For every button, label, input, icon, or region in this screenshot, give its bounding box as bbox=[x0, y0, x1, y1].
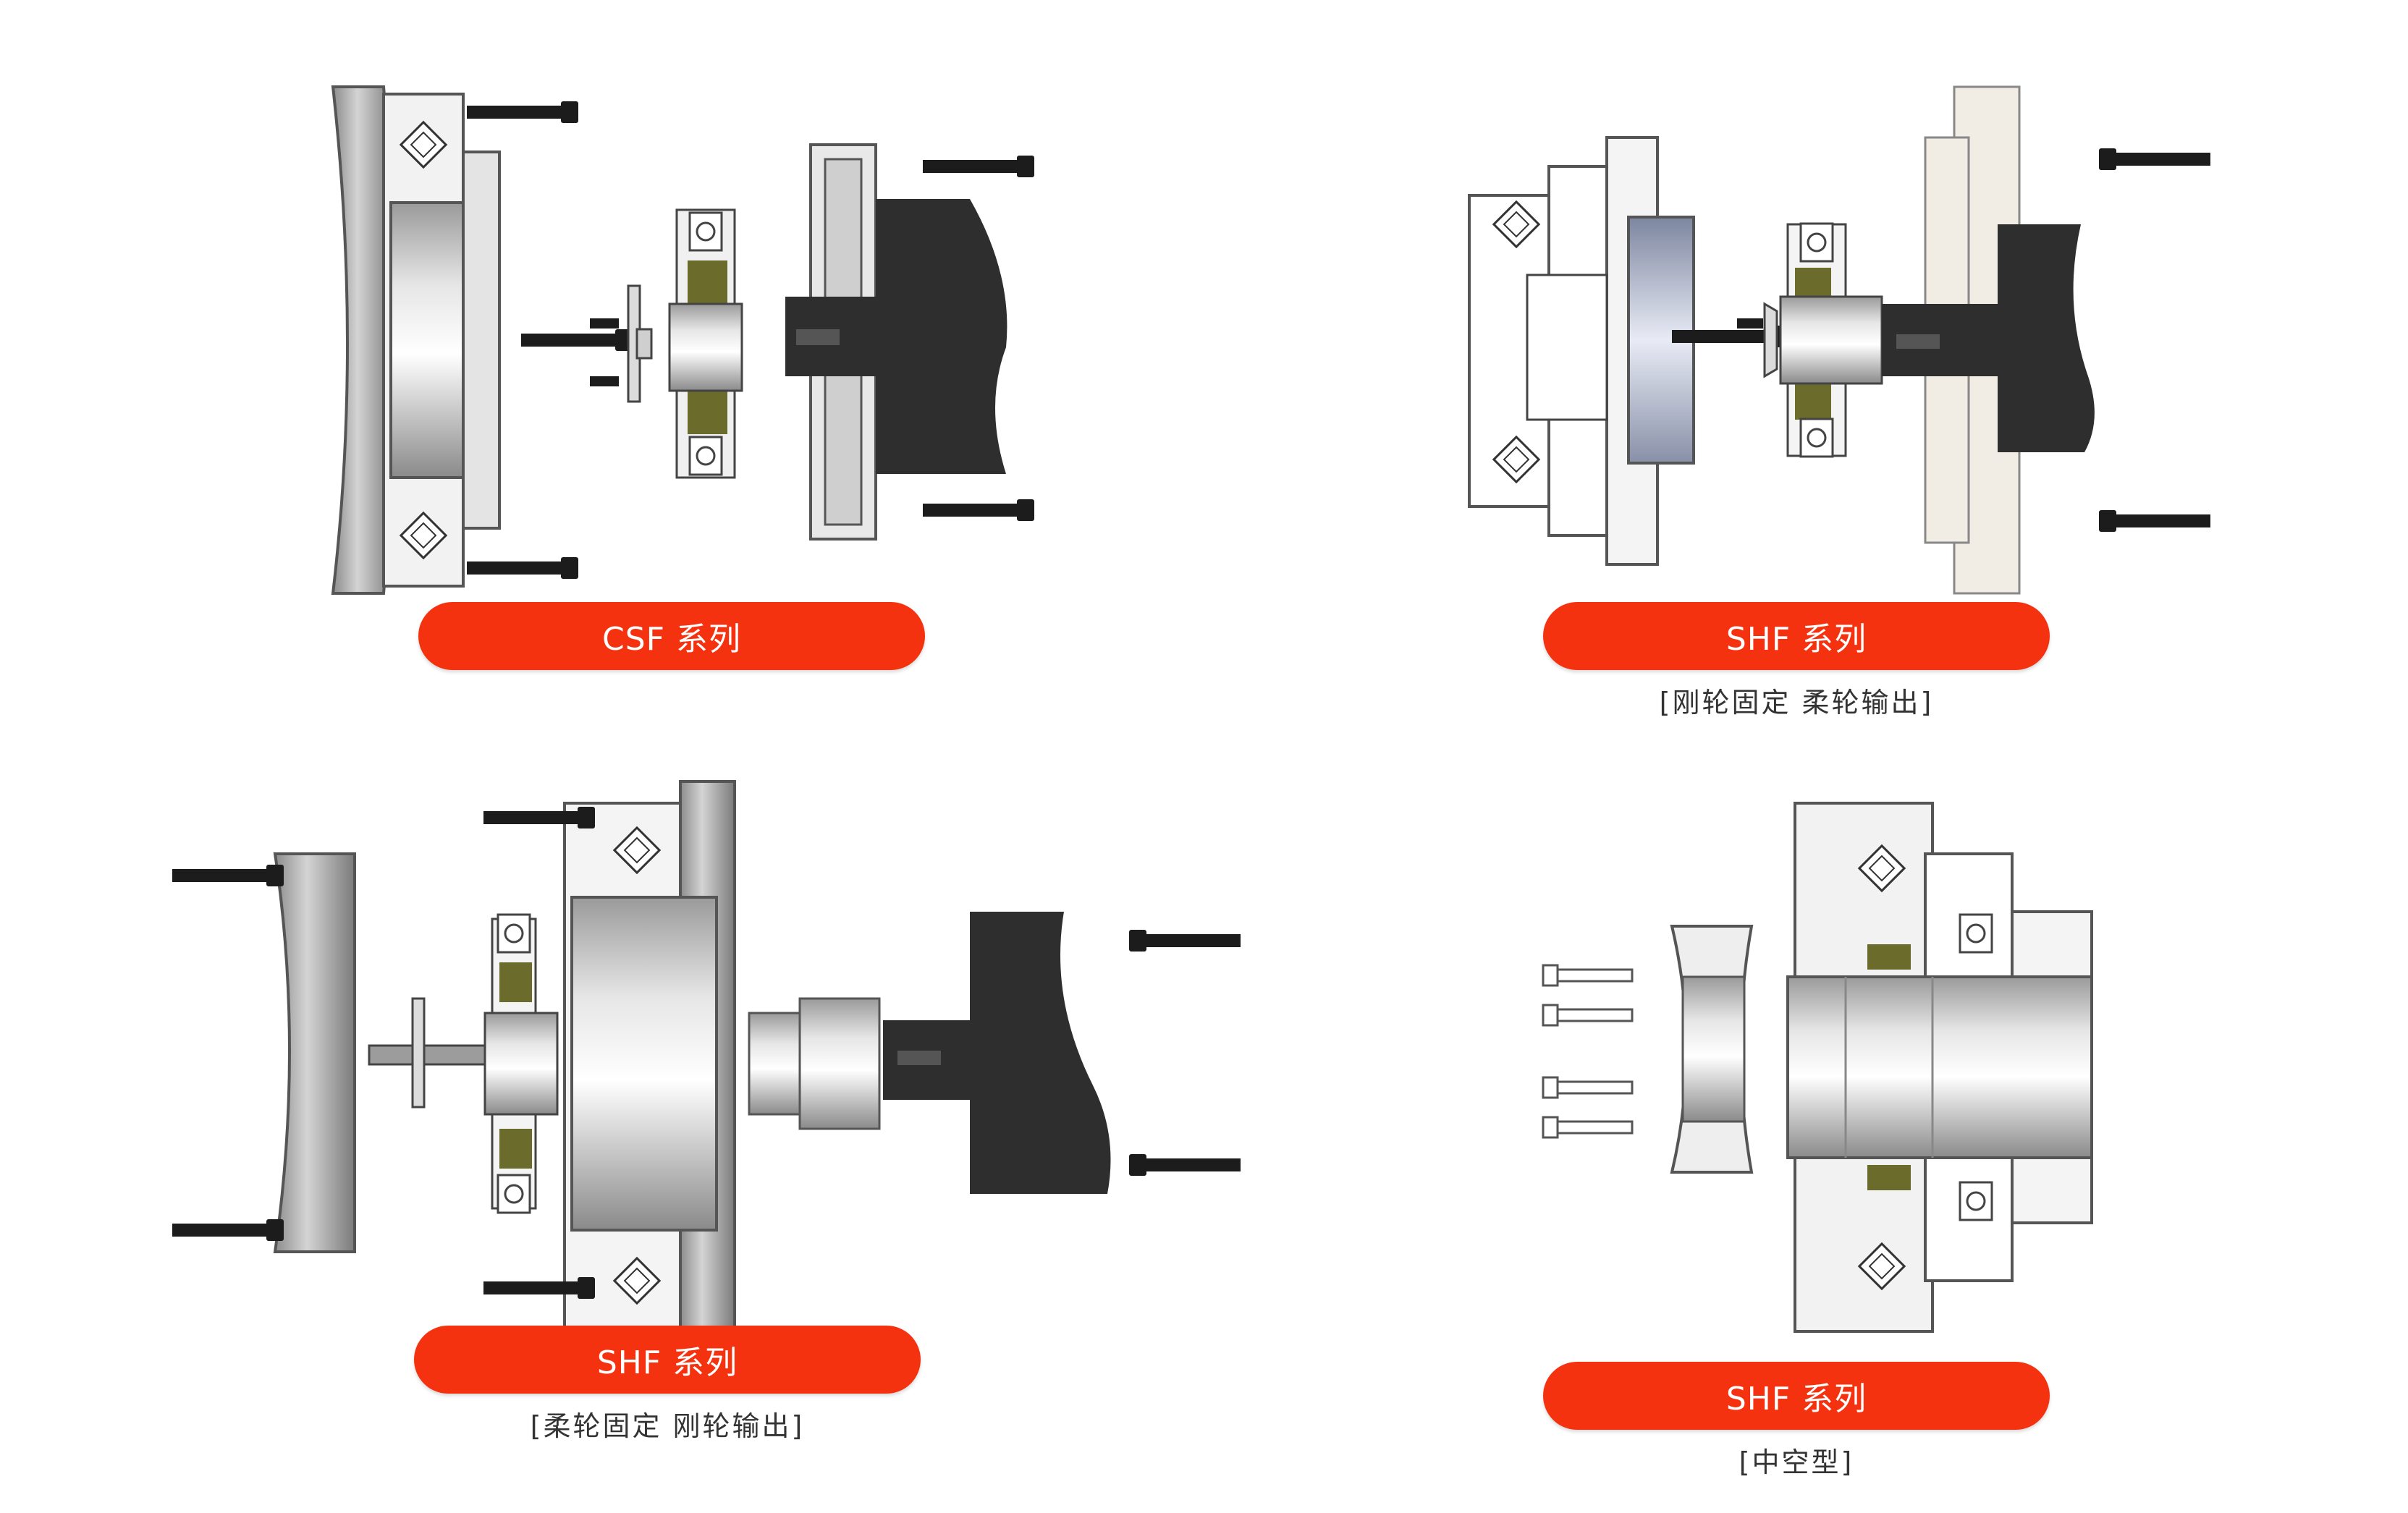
csf-series-label: CSF 系列 bbox=[418, 602, 925, 670]
csf-exploded-drawing bbox=[331, 85, 1034, 595]
shf-rigid-fixed-drawing bbox=[1468, 85, 2210, 595]
shf-series-subtitle-2: [柔轮固定 刚轮输出] bbox=[530, 1410, 805, 1442]
shf-series-label-3: SHF 系列 bbox=[1543, 1362, 2050, 1430]
csf-diagram-panel: CSF 系列 bbox=[0, 0, 1158, 724]
shf-series-subtitle-1: [刚轮固定 柔轮输出] bbox=[1659, 687, 1934, 719]
shf-series-subtitle-3: [中空型] bbox=[1739, 1446, 1854, 1478]
shf-rigid-fixed-panel: SHF 系列 [刚轮固定 柔轮输出] bbox=[1230, 0, 2388, 724]
shf-hollow-panel: SHF 系列 [中空型] bbox=[1230, 760, 2388, 1483]
shf-flex-fixed-drawing bbox=[172, 780, 1241, 1355]
shf-series-label-2: SHF 系列 bbox=[414, 1326, 921, 1394]
shf-flex-fixed-panel: SHF 系列 [柔轮固定 刚轮输出] bbox=[0, 760, 1241, 1483]
long-screws bbox=[1542, 964, 1634, 1139]
shf-series-label-1: SHF 系列 bbox=[1543, 602, 2050, 670]
shf-hollow-drawing bbox=[1542, 802, 2093, 1333]
